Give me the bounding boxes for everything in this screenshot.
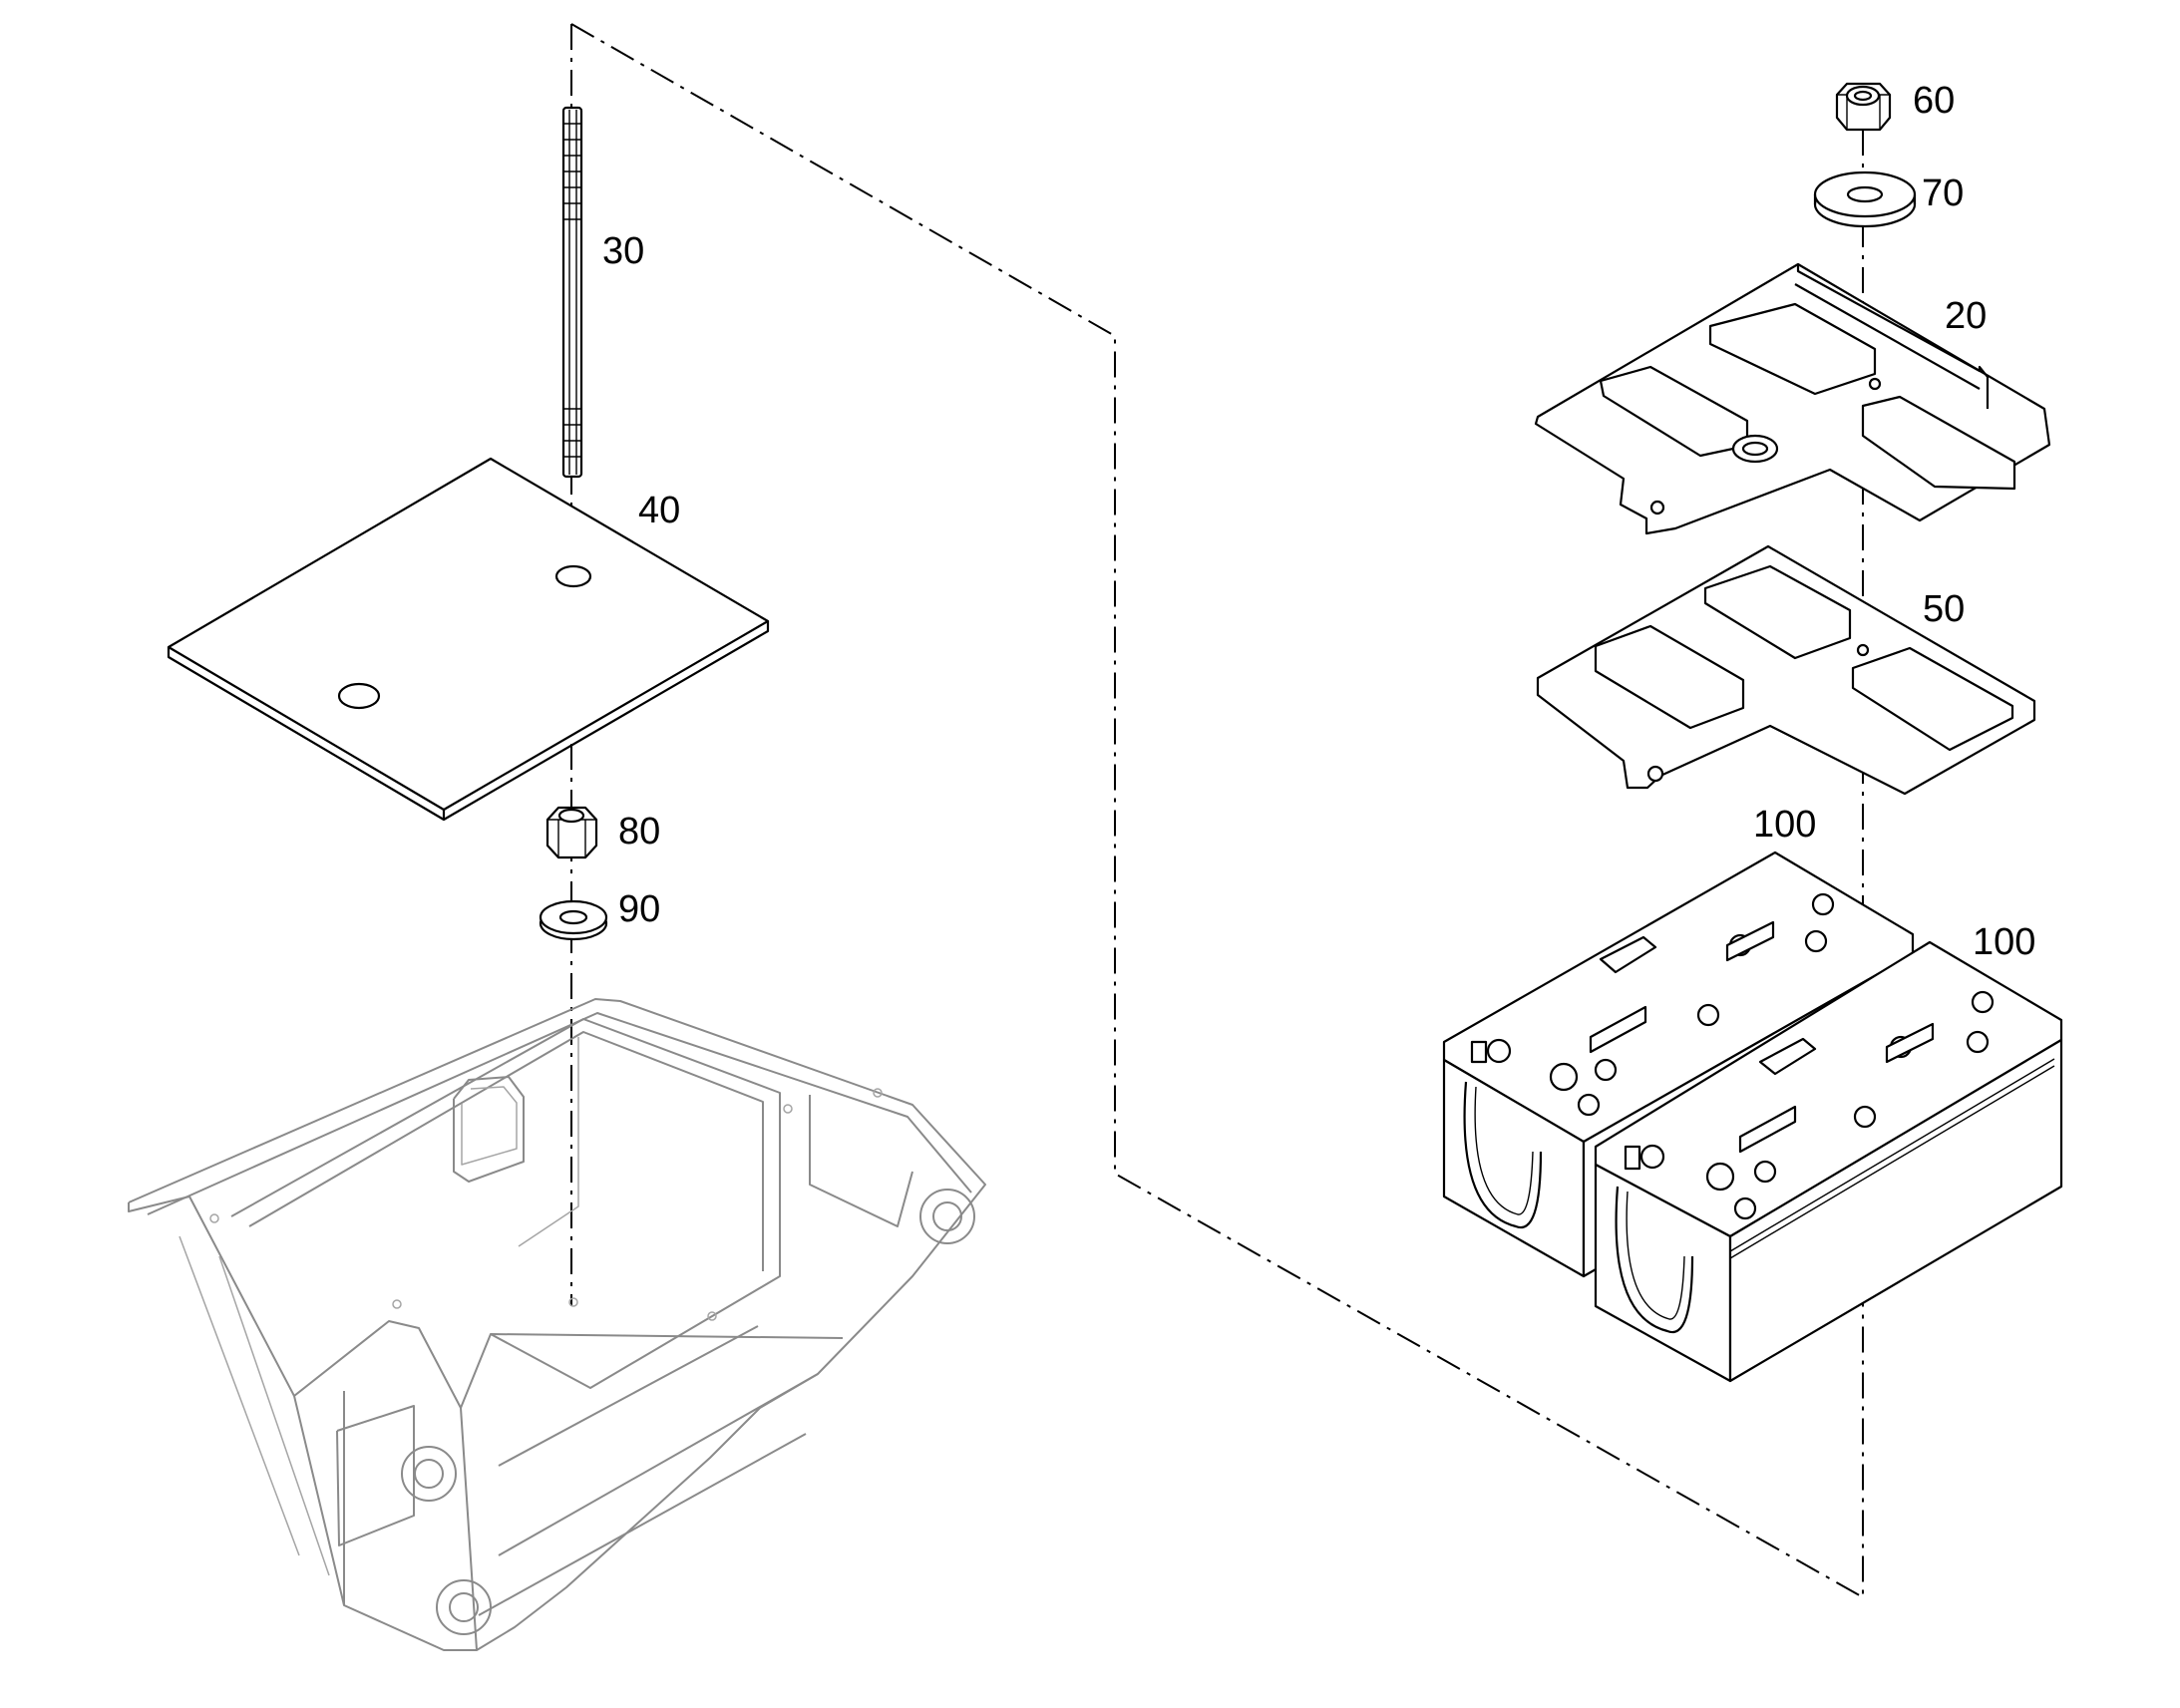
callout-100-rear: 100	[1753, 804, 1816, 846]
assembly-centerlines	[570, 23, 1864, 1599]
callout-20: 20	[1945, 295, 1987, 337]
callout-30: 30	[602, 230, 644, 272]
washer-part-90	[539, 899, 608, 941]
hex-nut-part-80	[545, 806, 598, 859]
callout-80: 80	[618, 811, 660, 853]
plate-part-40	[167, 457, 770, 822]
threaded-stud-part-30	[561, 106, 583, 479]
hold-down-frame-part-20	[1534, 262, 2051, 535]
callout-100-front: 100	[1973, 921, 2035, 963]
flat-washer-part-70	[1813, 171, 1917, 228]
battery-box-frame	[128, 998, 986, 1651]
callout-40: 40	[638, 490, 680, 531]
pad-part-50	[1536, 544, 2036, 796]
battery-front-part-100	[1594, 940, 2063, 1383]
callout-50: 50	[1923, 588, 1965, 630]
callout-60: 60	[1913, 80, 1955, 122]
callout-labels: 30 40 80 90 60 70 20 50 100 100	[602, 80, 2035, 963]
lock-nut-part-60	[1835, 82, 1892, 132]
callout-70: 70	[1922, 172, 1964, 214]
callout-90: 90	[618, 888, 660, 930]
